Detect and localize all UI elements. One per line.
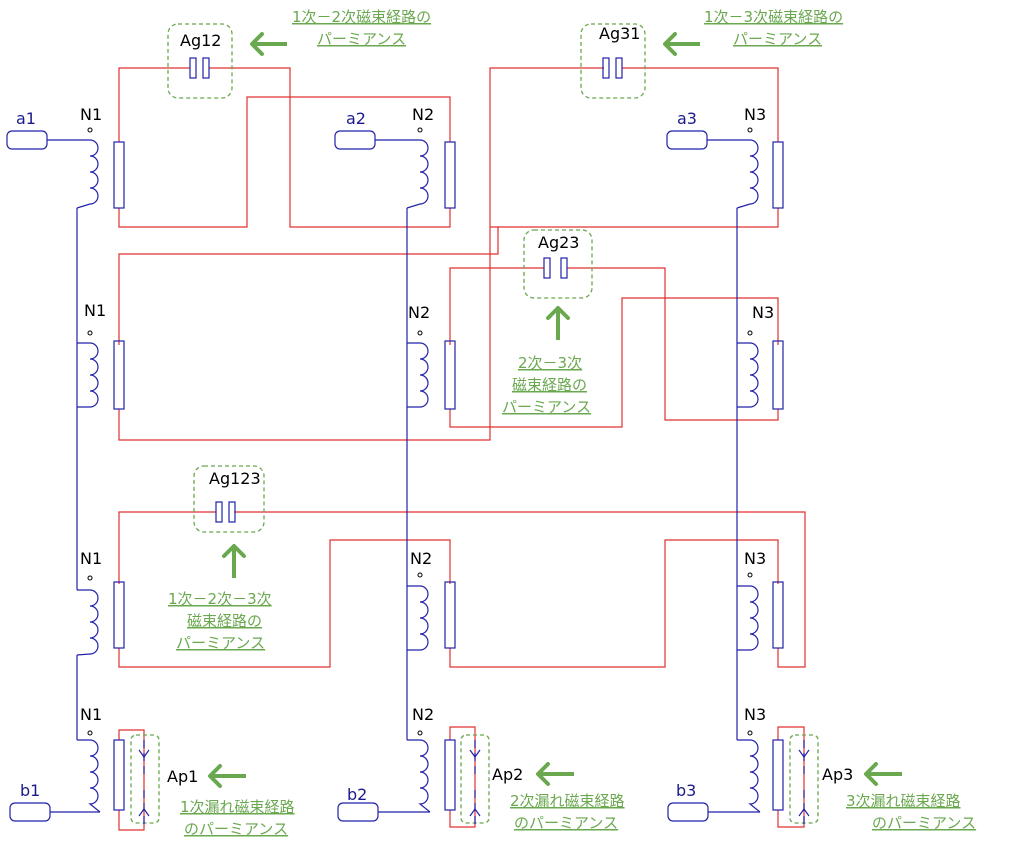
label-n3-r4: N3 (744, 705, 766, 724)
coil-row-4 (77, 739, 784, 813)
component-labels: Ag12 Ag31 Ag23 Ag123 Ap1 Ap2 Ap3 N1 N2 N… (16, 24, 853, 804)
label-b1: b1 (20, 781, 40, 800)
ann-ag23-line1: 2次－3次 (518, 354, 582, 372)
label-n1-r3: N1 (80, 549, 102, 568)
polarity-dots (87, 127, 753, 736)
label-n3-r1: N3 (744, 105, 766, 124)
coil-n2-top (406, 139, 429, 209)
ann-ag123-line1: 1次－2次－3次 (168, 590, 272, 608)
coil-row-1 (76, 139, 784, 209)
ann-ap3-line1: 3次漏れ磁束経路 (846, 792, 961, 810)
coil-n1-top (76, 139, 99, 209)
label-n2-r1: N2 (412, 105, 434, 124)
terminal-b2 (337, 802, 379, 822)
permeance-ag23 (523, 229, 593, 299)
terminal-b1 (9, 802, 51, 822)
terminal-b3 (667, 802, 709, 822)
permeance-ag123 (193, 465, 265, 533)
terminal-a1 (6, 130, 48, 150)
ann-ag12-line1: 1次－2次磁束経路の (292, 8, 431, 26)
annotation-texts: 1次－2次磁束経路の パーミアンス 1次－3次磁束経路の パーミアンス 2次－3… (168, 8, 976, 838)
label-ap1: Ap1 (167, 767, 198, 786)
permeance-ap2 (460, 734, 490, 826)
coil-row-3 (76, 581, 784, 656)
label-ag23: Ag23 (538, 233, 579, 252)
terminal-a2 (334, 130, 376, 150)
ann-ap1-line1: 1次漏れ磁束経路 (180, 798, 295, 816)
coil-n3-top (736, 139, 759, 209)
core-n1-top (113, 141, 125, 209)
label-n3-r2: N3 (752, 303, 774, 322)
ann-ap2-line2: のパーミアンス (514, 814, 618, 832)
permeance-ag31 (580, 23, 646, 99)
label-ag123: Ag123 (209, 469, 261, 488)
label-n2-r4: N2 (412, 705, 434, 724)
ann-ap3-line2: のパーミアンス (872, 814, 976, 832)
ann-ag12-line2: パーミアンス (317, 30, 406, 48)
label-ag12: Ag12 (180, 31, 221, 50)
label-ap3: Ap3 (822, 765, 853, 784)
ann-ag123-line2: 磁束経路の (187, 612, 262, 630)
label-a1: a1 (16, 109, 36, 128)
label-a2: a2 (346, 109, 366, 128)
label-n3-r3: N3 (744, 549, 766, 568)
label-ag31: Ag31 (599, 24, 640, 43)
ann-ap1-line2: のパーミアンス (184, 820, 288, 838)
ann-ap2-line1: 2次漏れ磁束経路 (510, 792, 625, 810)
ann-ag23-line3: パーミアンス (502, 398, 591, 416)
label-n2-r2: N2 (408, 303, 430, 322)
label-n2-r3: N2 (410, 549, 432, 568)
label-n1-r1: N1 (80, 105, 102, 124)
ann-ag31-line1: 1次－3次磁束経路の (704, 8, 843, 26)
annotation-arrows (208, 32, 902, 788)
permeance-ap3 (789, 734, 819, 826)
permeance-ag12 (167, 23, 233, 99)
terminal-a3 (666, 130, 708, 150)
flux-paths (118, 67, 806, 831)
permeance-ap1 (130, 734, 160, 826)
ann-ag123-line3: パーミアンス (176, 634, 265, 652)
label-ap2: Ap2 (492, 765, 523, 784)
coil-row-2 (77, 340, 784, 410)
core-n3-top (772, 141, 784, 209)
ann-ag23-line2: 磁束経路の (512, 376, 587, 394)
label-b3: b3 (676, 781, 696, 800)
label-n1-r4: N1 (80, 705, 102, 724)
ann-ag31-line2: パーミアンス (733, 30, 822, 48)
winding-wires (47, 139, 760, 813)
label-a3: a3 (677, 109, 697, 128)
core-n2-top (444, 141, 456, 209)
label-b2: b2 (347, 785, 367, 804)
label-n1-r2: N1 (84, 301, 106, 320)
terminals (6, 130, 709, 822)
